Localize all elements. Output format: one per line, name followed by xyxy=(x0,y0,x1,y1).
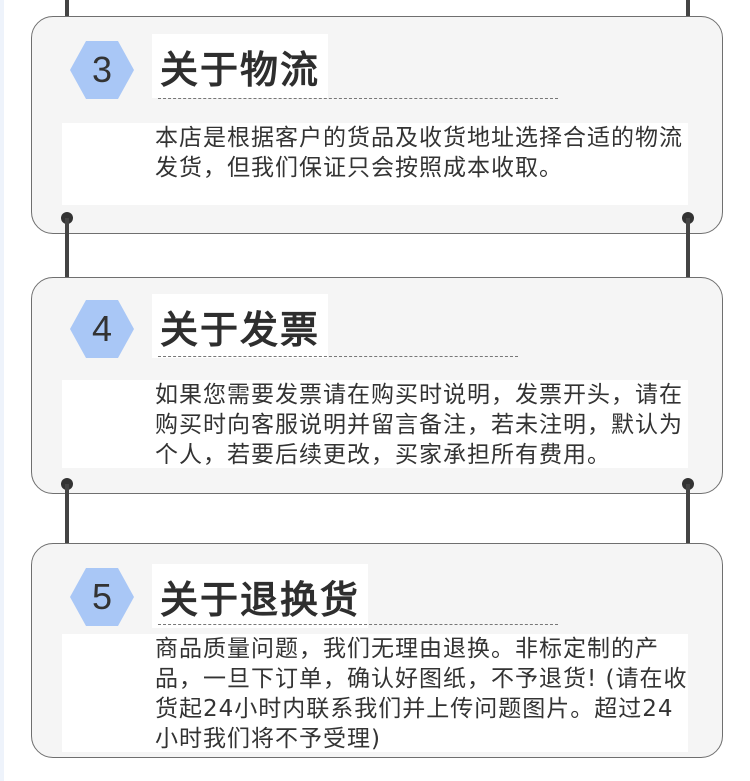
section-title-box: 关于退换货 xyxy=(152,564,369,628)
section-body-box: 商品质量问题，我们无理由退换。非标定制的产品，一旦下订单，确认好图纸，不予退货!… xyxy=(62,634,688,752)
section-title-box: 关于物流 xyxy=(152,34,329,98)
section-body-text: 本店是根据客户的货品及收货地址选择合适的物流发货，但我们保证只会按照成本收取。 xyxy=(155,125,683,181)
rope-top-left xyxy=(65,0,69,28)
title-divider xyxy=(158,98,558,99)
rope-right xyxy=(686,218,690,290)
section-body-text: 如果您需要发票请在购买时说明，发票开头，请在购买时向客服说明并留言备注，若未注明… xyxy=(155,382,683,468)
section-body-box: 如果您需要发票请在购买时说明，发票开头，请在购买时向客服说明并留言备注，若未注明… xyxy=(62,380,688,468)
section-number-badge: 5 xyxy=(70,568,134,626)
section-title: 关于发票 xyxy=(160,307,321,352)
section-number: 4 xyxy=(91,308,113,349)
section-body-text: 商品质量问题，我们无理由退换。非标定制的产品，一旦下订单，确认好图纸，不予退货!… xyxy=(155,636,688,752)
rope-top-right xyxy=(686,0,690,28)
section-body-box: 本店是根据客户的货品及收货地址选择合适的物流发货，但我们保证只会按照成本收取。 xyxy=(62,123,688,205)
title-divider xyxy=(158,356,518,357)
section-title: 关于退换货 xyxy=(160,577,361,622)
section-number: 3 xyxy=(91,49,113,90)
title-divider xyxy=(158,624,558,625)
rope-left xyxy=(65,484,69,556)
rope-left xyxy=(65,218,69,290)
section-title-box: 关于发票 xyxy=(152,294,329,358)
section-number: 5 xyxy=(91,576,113,617)
rope-right xyxy=(686,484,690,556)
page-edge xyxy=(0,0,4,781)
section-title: 关于物流 xyxy=(160,47,321,92)
